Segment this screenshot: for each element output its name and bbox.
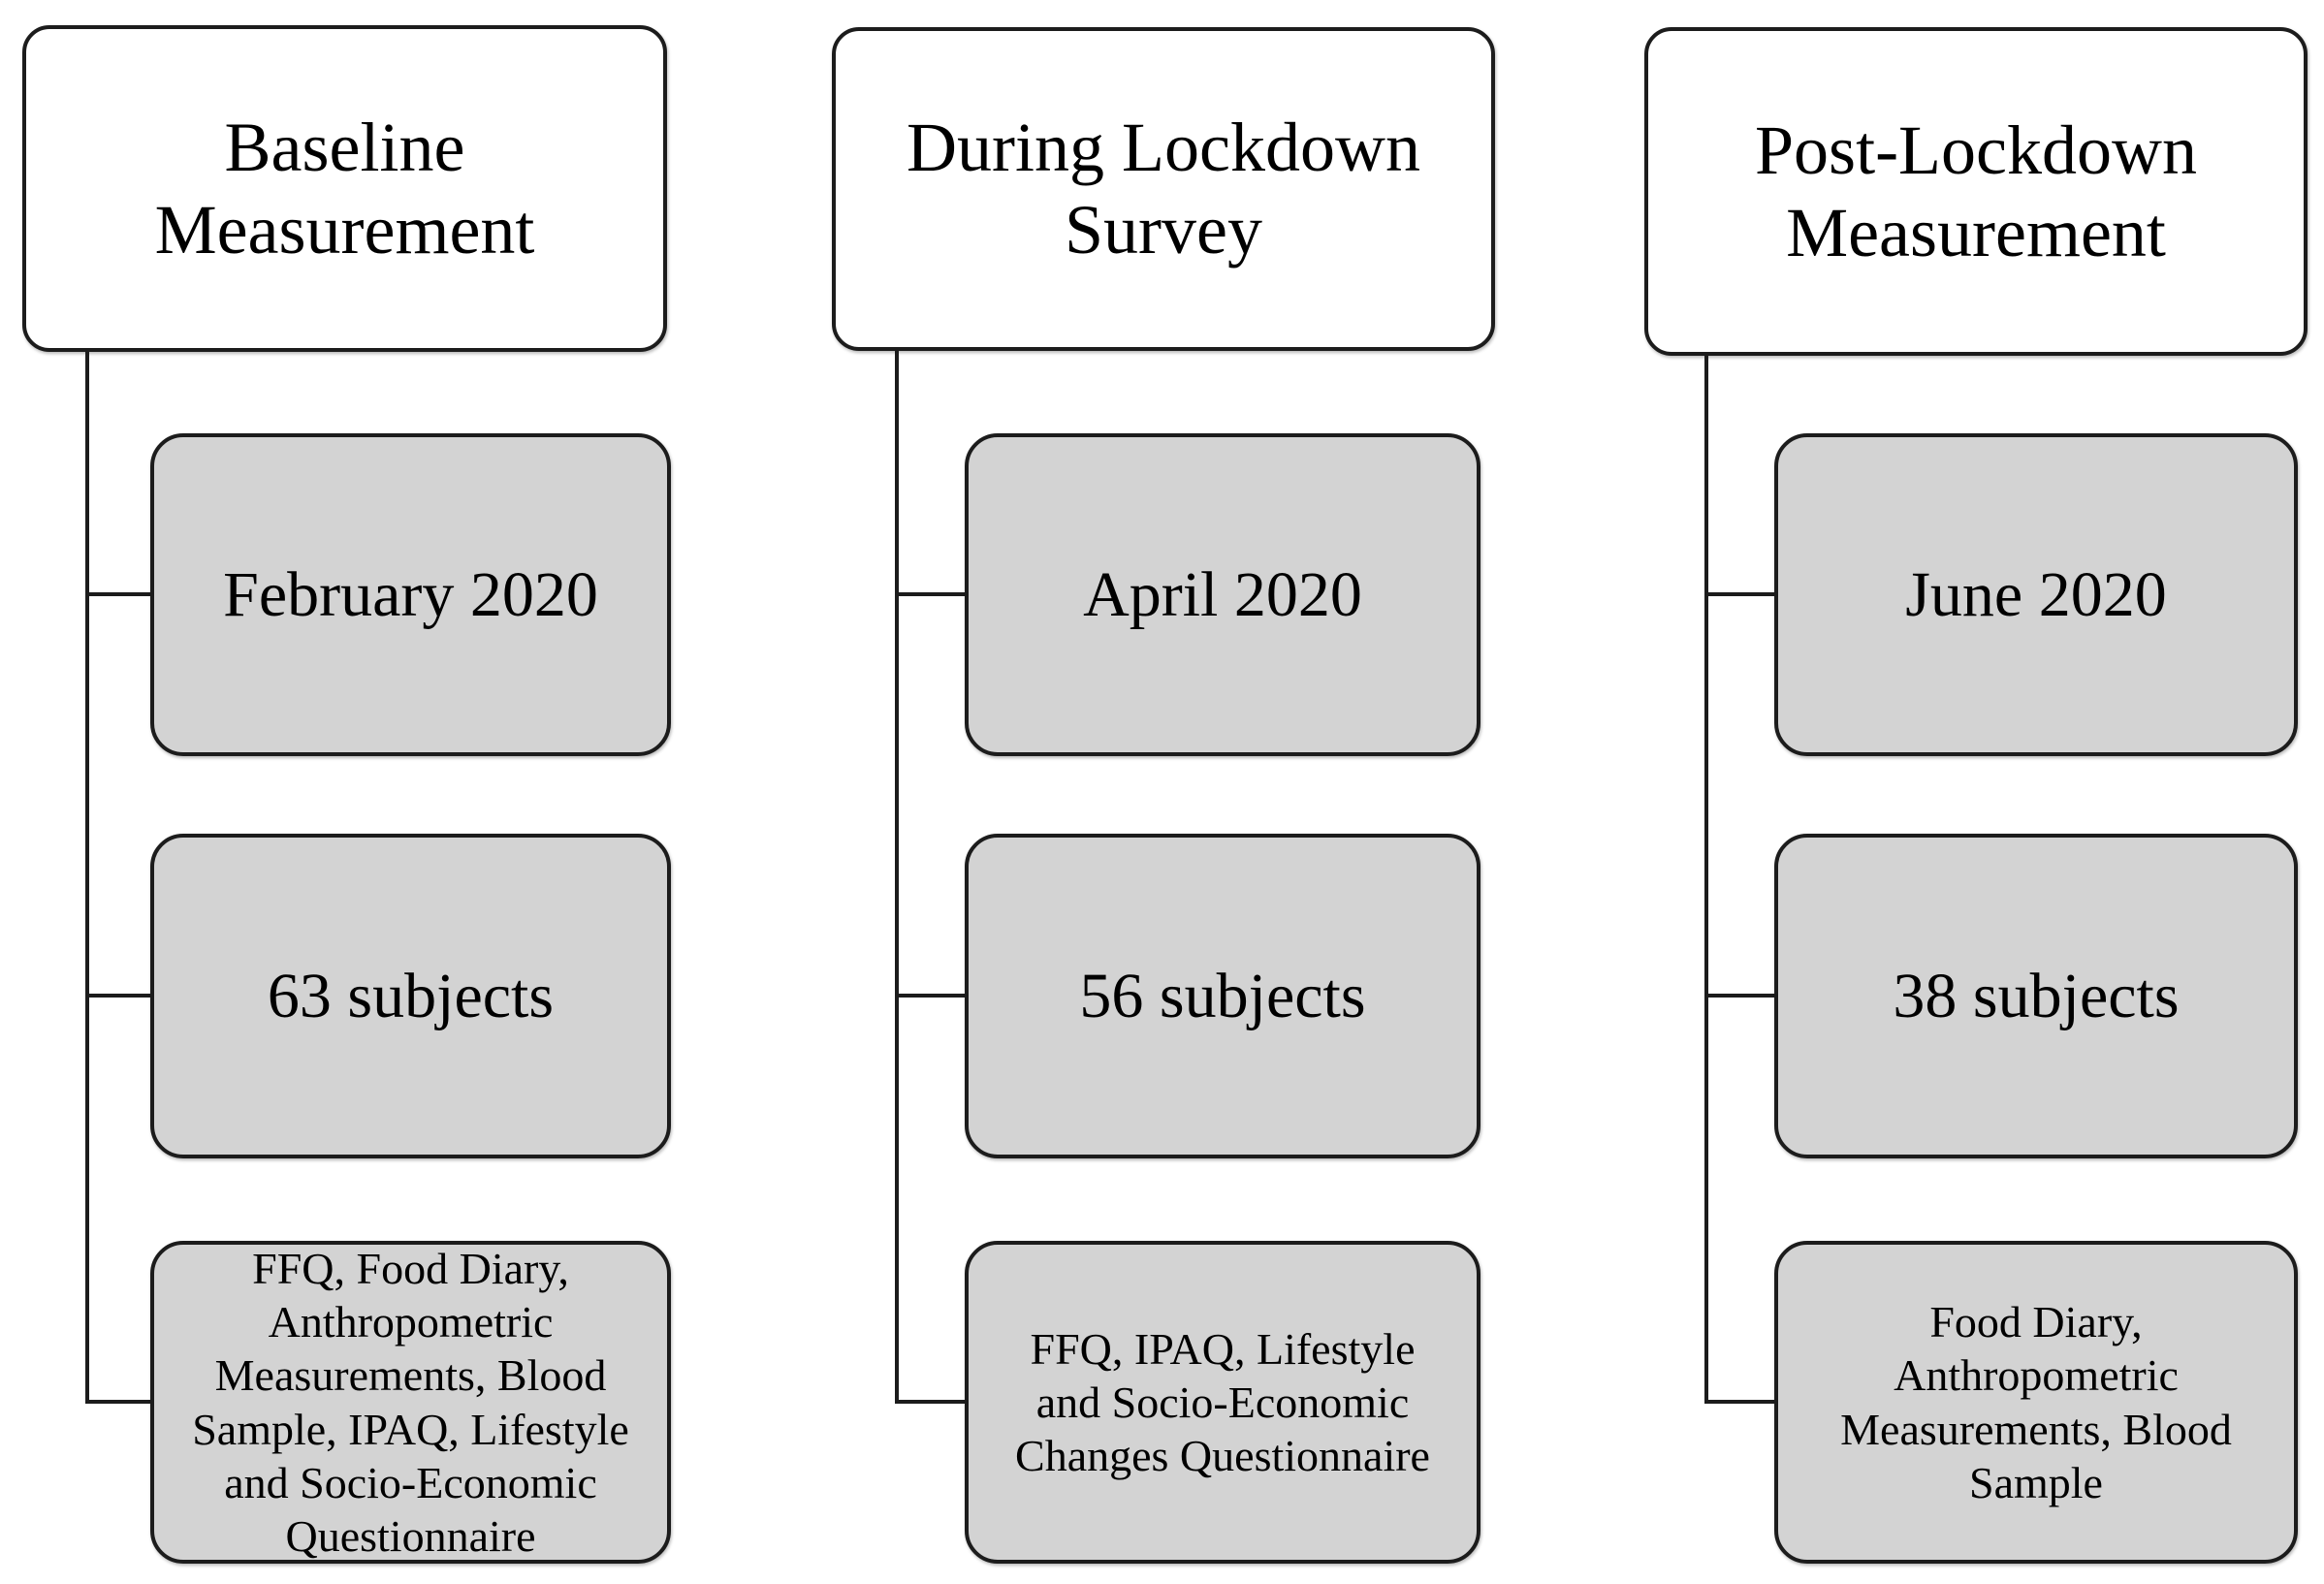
- connector-horizontal-during-lockdown-date: [895, 592, 965, 596]
- connector-horizontal-during-lockdown-instruments: [895, 1400, 965, 1404]
- connector-horizontal-baseline-subjects: [85, 994, 150, 998]
- node-during-lockdown-date: April 2020: [965, 433, 1480, 756]
- header-during-lockdown-survey: During Lockdown Survey: [832, 27, 1495, 351]
- connector-vertical-during-lockdown: [895, 351, 899, 1402]
- node-baseline-date: February 2020: [150, 433, 671, 756]
- node-baseline-instruments: FFQ, Food Diary, Anthropometric Measurem…: [150, 1241, 671, 1564]
- header-post-lockdown-measurement: Post-Lockdown Measurement: [1644, 27, 2308, 356]
- connector-horizontal-post-lockdown-date: [1704, 592, 1774, 596]
- connector-vertical-post-lockdown: [1704, 356, 1708, 1402]
- node-post-lockdown-subjects: 38 subjects: [1774, 834, 2298, 1158]
- node-post-lockdown-date: June 2020: [1774, 433, 2298, 756]
- node-during-lockdown-instruments: FFQ, IPAQ, Lifestyle and Socio-Economic …: [965, 1241, 1480, 1564]
- connector-horizontal-post-lockdown-instruments: [1704, 1400, 1774, 1404]
- connector-horizontal-post-lockdown-subjects: [1704, 994, 1774, 998]
- connector-horizontal-baseline-date: [85, 592, 150, 596]
- connector-vertical-baseline: [85, 352, 89, 1402]
- node-baseline-subjects: 63 subjects: [150, 834, 671, 1158]
- node-post-lockdown-instruments: Food Diary, Anthropometric Measurements,…: [1774, 1241, 2298, 1564]
- node-during-lockdown-subjects: 56 subjects: [965, 834, 1480, 1158]
- connector-horizontal-during-lockdown-subjects: [895, 994, 965, 998]
- connector-horizontal-baseline-instruments: [85, 1400, 150, 1404]
- header-baseline-measurement: Baseline Measurement: [22, 25, 667, 352]
